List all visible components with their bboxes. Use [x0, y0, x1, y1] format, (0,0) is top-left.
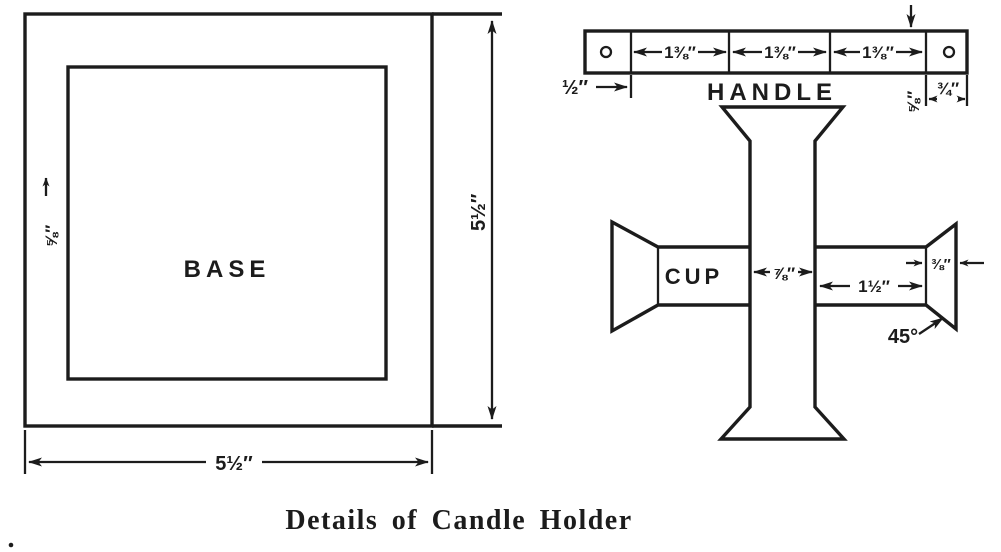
cup-view: CUP ⅞″ 1½″ ⅜″ 45°: [610, 105, 984, 441]
figure-caption: Details of Candle Holder: [285, 505, 632, 536]
cup-stem-width-dim-text: ⅞″: [773, 264, 795, 283]
leader-arrow: [918, 317, 944, 335]
base-height-dimension: 5½″: [432, 12, 502, 428]
cup-tip-dimension: ⅜″: [906, 256, 984, 273]
base-height-dim-text: 5½″: [468, 193, 490, 231]
handle-hole-right: [942, 45, 956, 59]
handle-right-end-dimension: ¾″: [924, 75, 969, 106]
base-inset-dim-text: ⅝″: [42, 225, 61, 247]
cup-stem-width-dimension: ⅞″: [753, 264, 813, 283]
handle-label: HANDLE: [707, 79, 837, 106]
base-width-dimension: 5½″: [23, 430, 434, 475]
cup-stem: [717, 105, 848, 441]
base-view: BASE ⅝″ 5½″ 5½″: [23, 12, 502, 475]
handle-left-end-dimension: ½″: [562, 75, 633, 99]
cup-arm-length-dimension: 1½″: [819, 277, 923, 296]
cup-bevel-angle-annotation: 45°: [888, 317, 944, 348]
cup-cross-arm: [610, 219, 958, 334]
base-width-dim-text: 5½″: [215, 453, 253, 475]
cup-label: CUP: [665, 264, 723, 289]
handle-hole-left: [599, 45, 613, 59]
stray-dot: [8, 542, 14, 548]
handle-segment-dim-text: 1⅜″: [862, 43, 894, 62]
handle-strip: [583, 29, 969, 75]
handle-segment-dim-text: 1⅜″: [664, 43, 696, 62]
handle-segment-dimension-1: 1⅜″: [633, 43, 727, 62]
handle-segment-dim-text: 1⅜″: [764, 43, 796, 62]
base-inner-square: [66, 65, 388, 381]
handle-left-end-dim-text: ½″: [562, 77, 589, 99]
handle-thickness-dimension: ⅝″: [904, 91, 923, 113]
cup-tip-dim-text: ⅜″: [931, 256, 951, 273]
base-inset-dimension: ⅝″: [42, 177, 61, 247]
handle-view: 1⅜″ 1⅜″ 1⅜″ ½″ HANDLE ⅝″ ¾″: [562, 5, 969, 113]
handle-segment-dimension-3: 1⅜″: [833, 43, 923, 62]
base-outer-square: [23, 12, 434, 428]
base-label: BASE: [184, 256, 271, 283]
cup-bevel-angle-text: 45°: [888, 326, 918, 348]
cup-arm-length-dim-text: 1½″: [858, 277, 890, 296]
handle-right-end-dim-text: ¾″: [937, 79, 959, 98]
handle-segment-dimension-2: 1⅜″: [732, 43, 827, 62]
handle-thickness-dim-text: ⅝″: [904, 91, 923, 113]
